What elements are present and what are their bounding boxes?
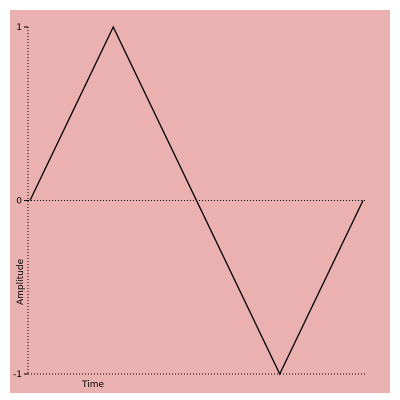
chart-background (10, 10, 390, 393)
x-axis-title: Time (81, 380, 104, 390)
y-tick-label: 0 (16, 197, 22, 207)
y-tick-label: 1 (16, 23, 22, 33)
series-line (29, 25, 364, 376)
y-axis-title: Amplitude (16, 258, 26, 305)
y-ticks: 1 0 -1 (13, 23, 28, 380)
y-tick-label: -1 (13, 370, 22, 380)
